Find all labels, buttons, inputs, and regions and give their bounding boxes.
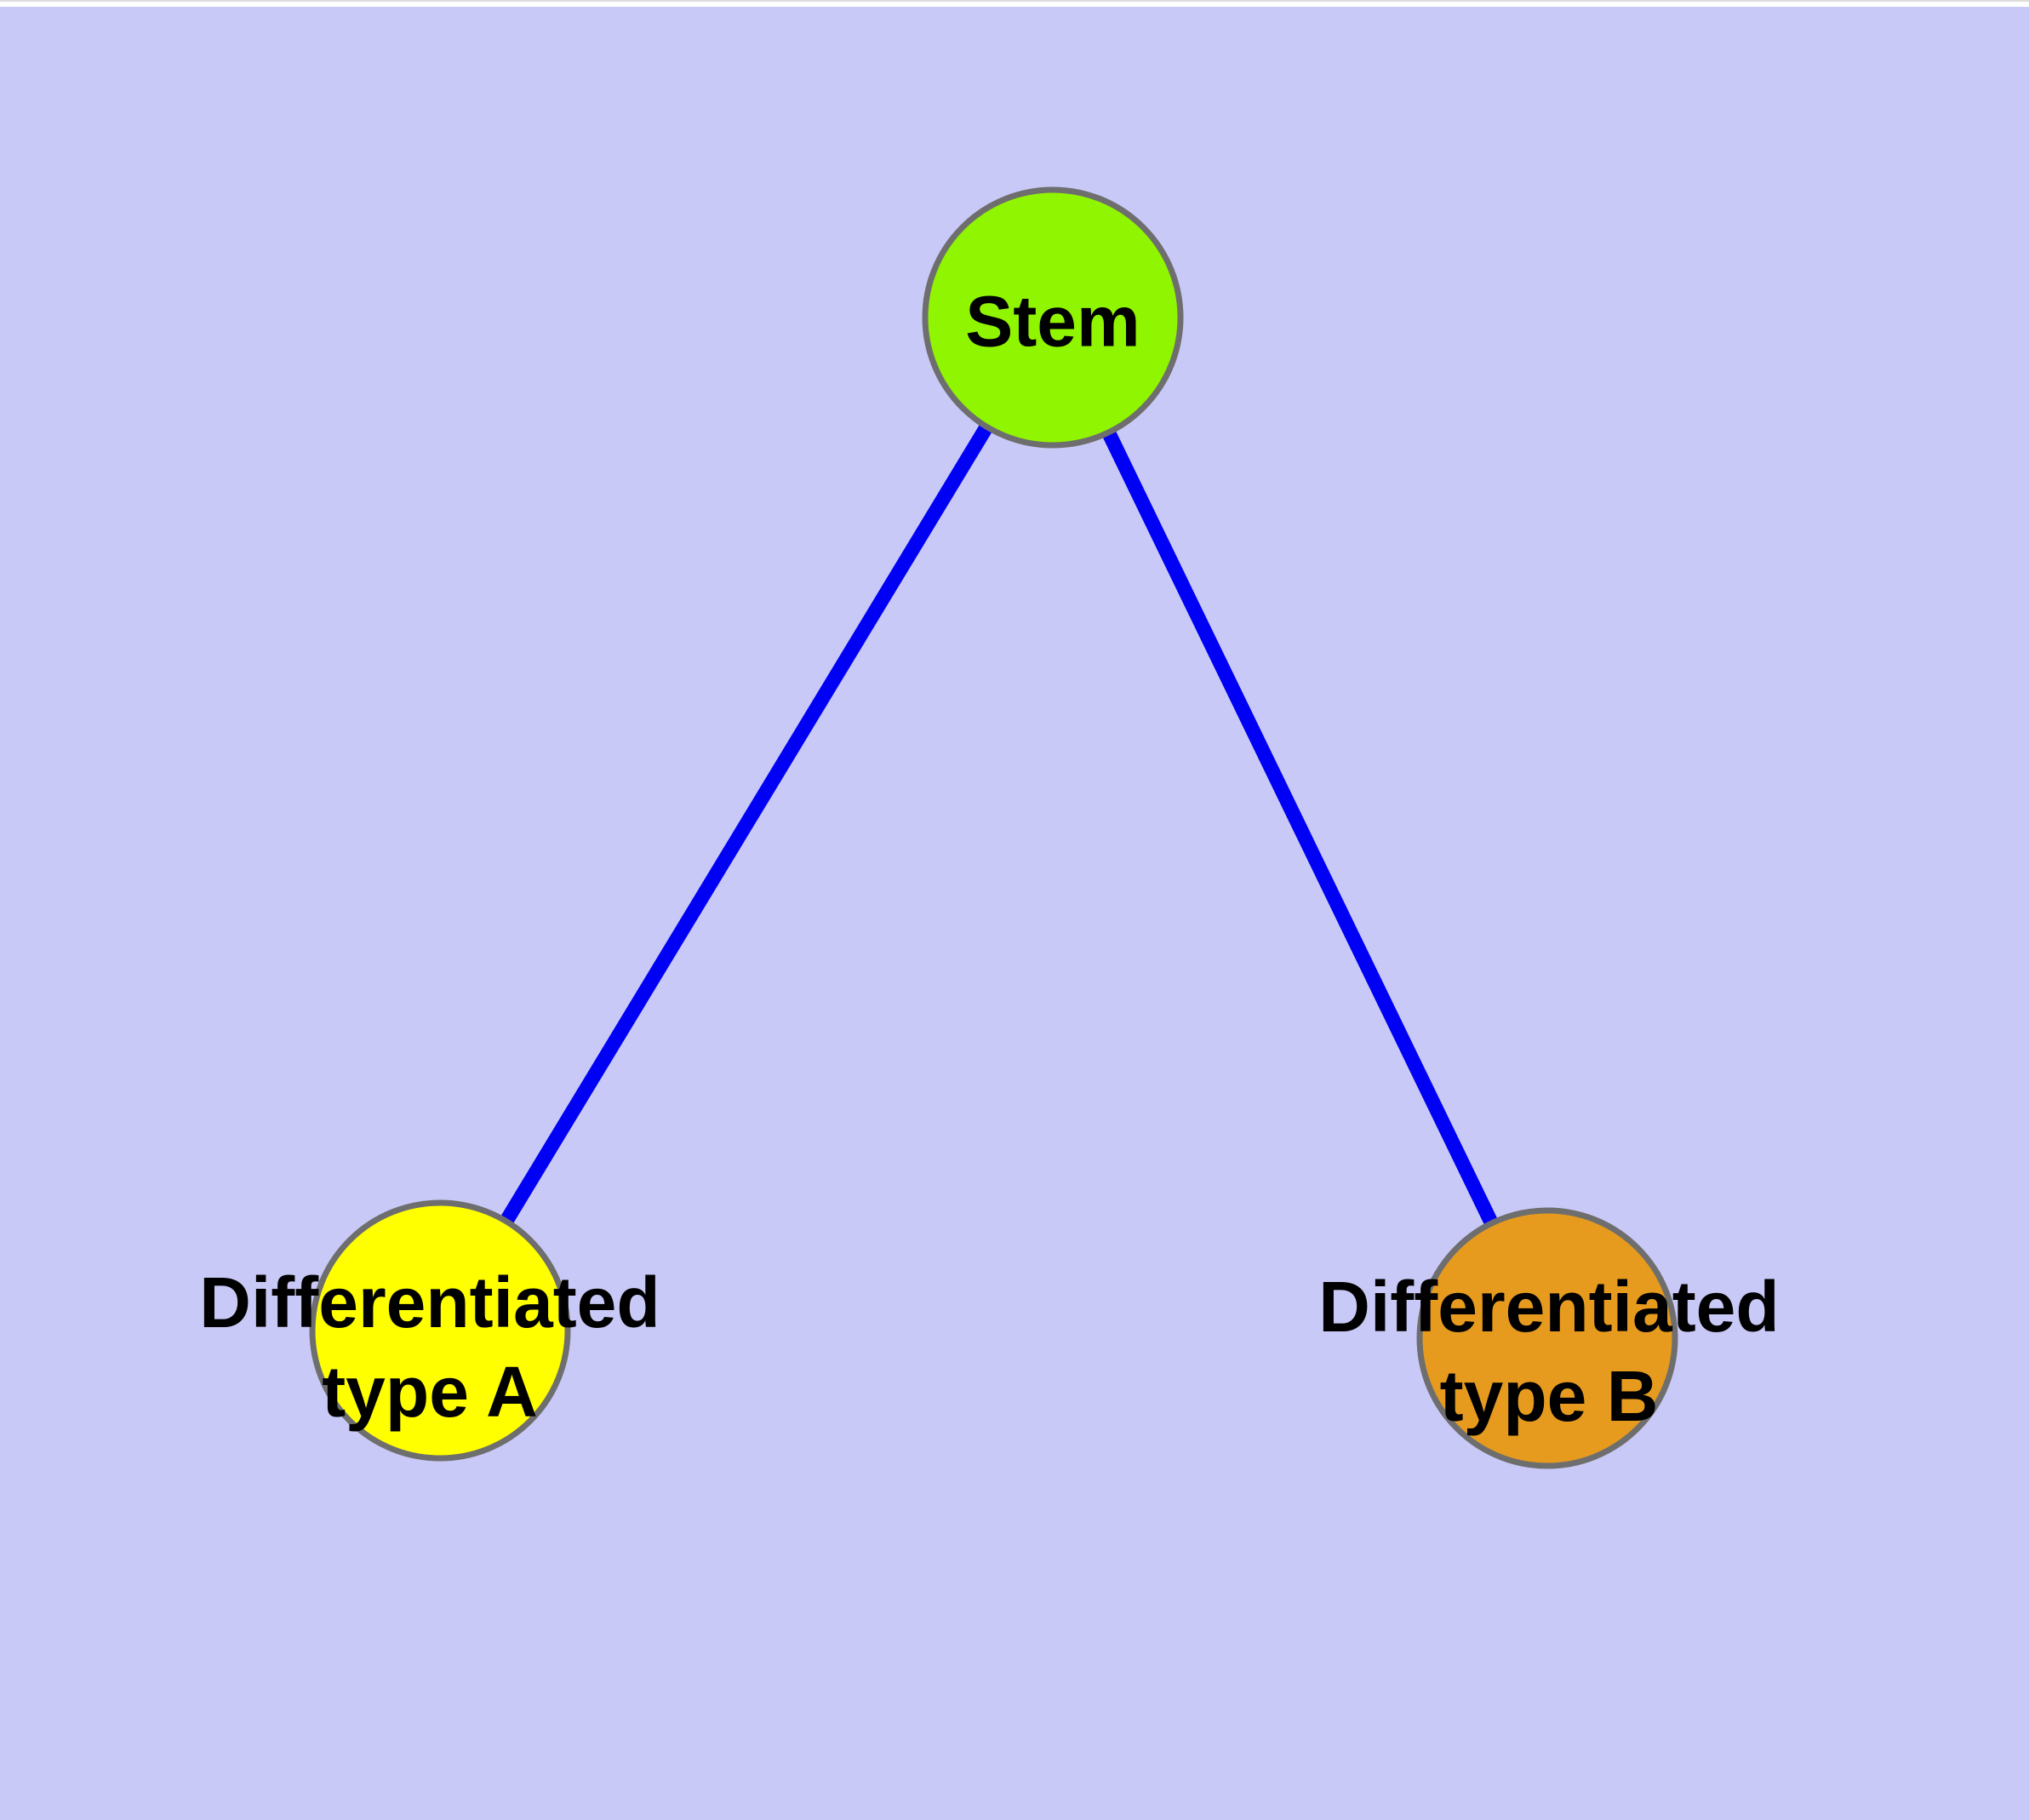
graph-svg <box>309 186 1678 1469</box>
graph-canvas: Stem Differentiated type A Differentiate… <box>0 7 2029 1820</box>
node-stem[interactable] <box>922 186 1184 449</box>
edge-stem-to-type-b <box>1046 314 1554 1342</box>
node-differentiated-type-a[interactable] <box>309 1199 571 1462</box>
top-margin-strip <box>0 0 2029 7</box>
edge-stem-to-type-a <box>433 313 1060 1335</box>
node-differentiated-type-b[interactable] <box>1416 1207 1678 1469</box>
